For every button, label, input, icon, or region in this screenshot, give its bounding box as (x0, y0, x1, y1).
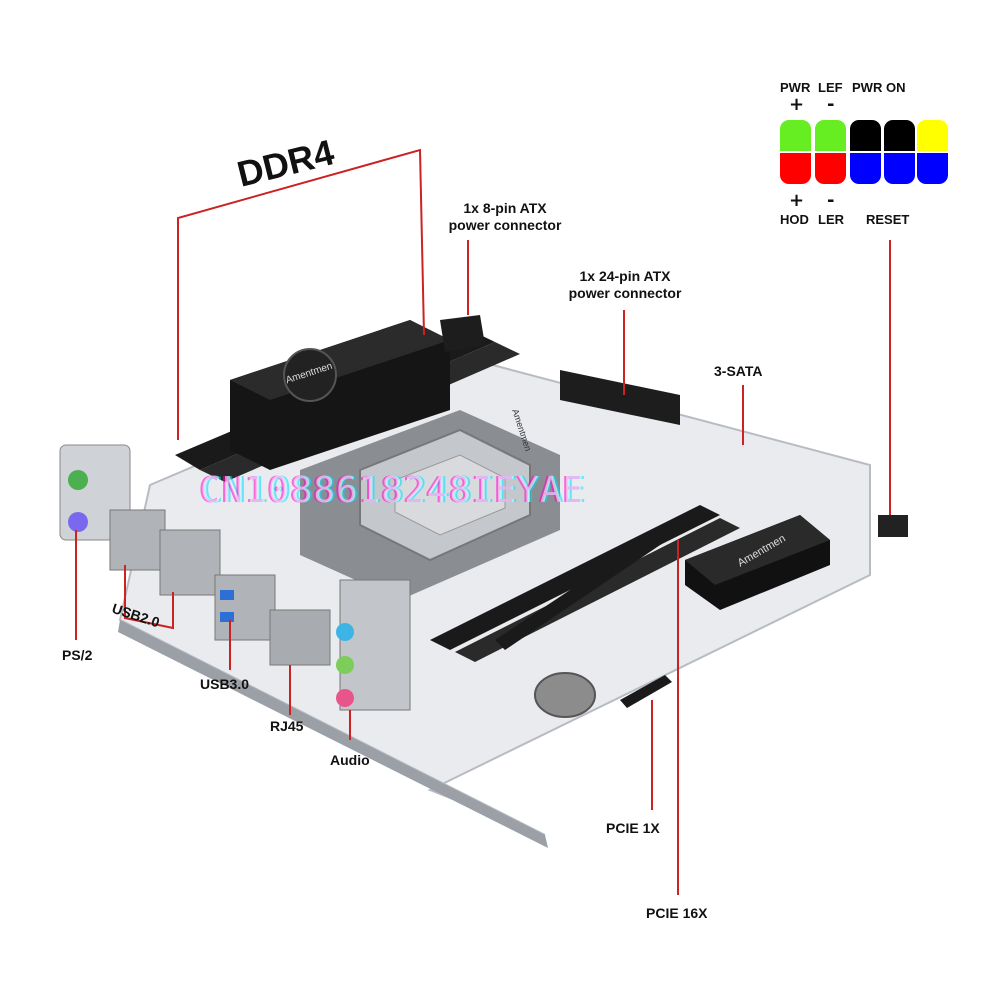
usb3-label: USB3.0 (200, 676, 250, 692)
rj45-label: RJ45 (270, 718, 304, 734)
vrm-heatsink (230, 320, 450, 470)
pin-pwr-on-b (884, 120, 915, 151)
legend-top-label-pwr2: PWR (852, 80, 883, 95)
cpu-socket (300, 410, 560, 600)
pin-reset-a (850, 153, 881, 184)
legend-top-minus: - (827, 94, 835, 115)
ddr4-leader (177, 148, 425, 440)
pin-reset-b (884, 153, 915, 184)
legend-bottom-minus: - (827, 190, 835, 211)
pcie1x-label: PCIE 1X (606, 820, 660, 836)
pin-nc (917, 153, 948, 184)
atx24-label-line1: 1x 24-pin ATX (579, 268, 671, 284)
pcie1x-slot (620, 675, 672, 708)
atx8-label-line1: 1x 8-pin ATX (463, 200, 547, 216)
pin-pwr-plus (780, 120, 811, 151)
atx24-connector (560, 370, 680, 425)
pcie16x-label: PCIE 16X (646, 905, 708, 921)
atx8-connector (440, 315, 485, 352)
watermark: CN1088618248IEYAE (200, 470, 586, 511)
legend-bottom-label-ler: LER (818, 212, 844, 227)
leader-lines (75, 148, 891, 895)
atx8-label: 1x 8-pin ATX power connector (449, 200, 562, 234)
pcie16x-slot (495, 510, 700, 650)
legend-top-plus: + (789, 94, 805, 115)
legend-bottom-plus: + (789, 190, 805, 211)
pin-led-minus (815, 120, 846, 151)
legend-top-label-on: ON (886, 80, 906, 95)
io-panel (59, 444, 411, 711)
usb2-leader (124, 565, 174, 630)
atx24-label: 1x 24-pin ATX power connector (569, 268, 682, 302)
audio-label: Audio (330, 752, 370, 768)
front-panel-header (878, 515, 908, 537)
ps2-label: PS/2 (62, 647, 93, 663)
cmos-battery (534, 672, 596, 718)
legend-top-label-lef: LEF (818, 80, 843, 95)
pin-hdd-plus (780, 153, 811, 184)
atx24-label-line2: power connector (568, 285, 682, 301)
pin-pwr-on-a (850, 120, 881, 151)
atx8-label-line2: power connector (448, 217, 562, 233)
chipset-heatsink (685, 515, 830, 610)
pcb-board-edge (118, 620, 548, 848)
legend-bottom-label-hod: HOD (780, 212, 809, 227)
legend-bottom-label-reset: RESET (866, 212, 910, 227)
sata-label: 3-SATA (714, 363, 763, 379)
legend-top-label-pwr: PWR (780, 80, 811, 95)
pin-hdd-minus (815, 153, 846, 184)
pin-key (917, 120, 948, 151)
